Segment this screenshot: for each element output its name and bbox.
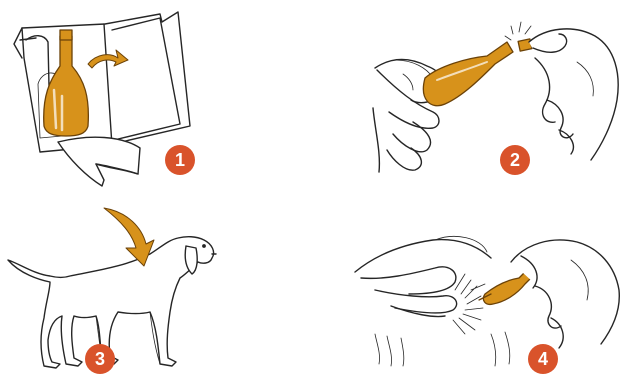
step-number: 2 — [510, 151, 520, 169]
step-badge: 1 — [165, 145, 195, 175]
break-ampoule-tip-icon — [315, 0, 630, 194]
step-3-panel: 3 — [0, 194, 315, 388]
step-badge: 3 — [85, 344, 115, 374]
step-badge: 4 — [528, 344, 558, 374]
ampoule-in-package-icon — [0, 0, 315, 194]
apply-to-skin-icon — [315, 194, 630, 388]
step-2-panel: 2 — [315, 0, 630, 194]
dog-application-point-icon — [0, 194, 315, 388]
step-badge: 2 — [500, 145, 530, 175]
step-number: 4 — [538, 350, 548, 368]
step-1-panel: 1 — [0, 0, 315, 194]
step-4-panel: 4 — [315, 194, 630, 388]
step-number: 1 — [175, 151, 185, 169]
direction-arrow-icon — [104, 208, 154, 266]
step-number: 3 — [95, 350, 105, 368]
